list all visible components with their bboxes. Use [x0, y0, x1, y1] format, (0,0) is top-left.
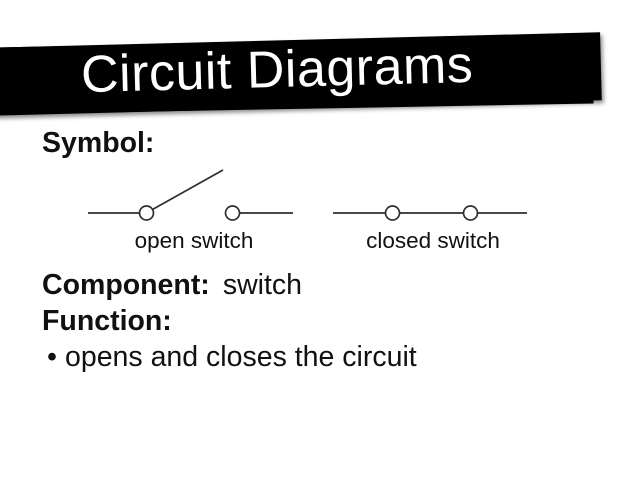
closed-switch-symbol: [333, 205, 527, 221]
open-switch-lever: [152, 169, 224, 211]
body-text-block: Component: switch Function: •opens and cl…: [42, 267, 417, 375]
open-switch-symbol: [88, 169, 293, 221]
bullet-marker: •: [47, 341, 57, 373]
open-switch-caption: open switch: [134, 228, 254, 253]
component-value: switch: [222, 269, 302, 301]
component-line: Component: switch: [42, 267, 417, 303]
switch-symbols-diagram: [88, 169, 527, 221]
open-switch-contact-left: [138, 205, 155, 221]
closed-switch-caption: closed switch: [366, 228, 500, 253]
function-label: Function:: [42, 305, 172, 337]
function-line: Function:: [42, 303, 417, 339]
open-switch-contact-right: [224, 205, 241, 221]
slide-title: Circuit Diagrams: [80, 35, 474, 105]
bullet-text: opens and closes the circuit: [65, 341, 417, 373]
function-bullet-item: •opens and closes the circuit: [42, 339, 417, 375]
symbol-heading: Symbol:: [42, 127, 155, 159]
closed-switch-contact-right: [462, 205, 479, 221]
closed-switch-contact-left: [384, 205, 401, 221]
component-label: Component:: [42, 269, 210, 301]
